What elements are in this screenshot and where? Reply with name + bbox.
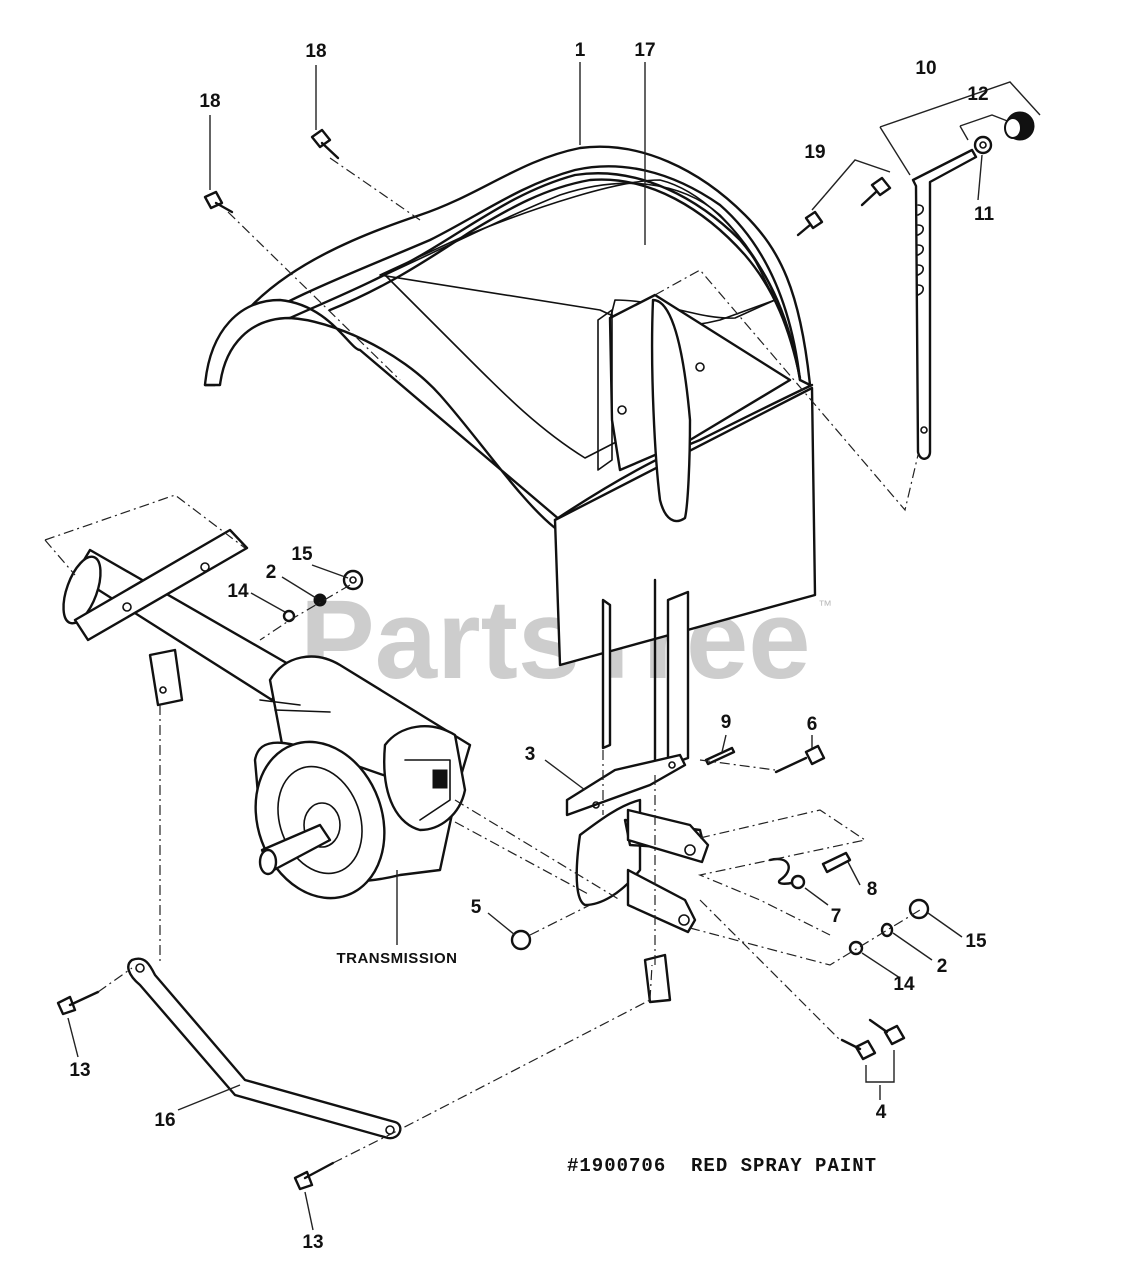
nut-icon <box>342 569 364 591</box>
pin-icon <box>821 851 852 874</box>
callout-3: 3 <box>525 744 536 765</box>
transmission-label: TRANSMISSION <box>336 950 457 967</box>
callout-12: 12 <box>967 84 988 105</box>
bolt-icon <box>796 210 824 237</box>
callout-10: 10 <box>915 58 936 79</box>
callout-6: 6 <box>807 714 818 735</box>
depth-bar-column <box>601 578 690 777</box>
depth-adjustment-bar-part-10 <box>879 81 1041 460</box>
watermark-trademark: ™ <box>818 597 832 613</box>
paint-part-number-note: #1900706 RED SPRAY PAINT <box>567 1155 877 1177</box>
callout-9: 9 <box>721 712 732 733</box>
tine-axle-housing <box>62 528 292 707</box>
callout-7: 7 <box>831 906 842 927</box>
callout-14-right: 14 <box>893 974 915 995</box>
bolt-icon <box>840 1038 877 1061</box>
bolt-icon <box>310 128 340 160</box>
bolt-icon <box>848 940 864 956</box>
callout-18-upper: 18 <box>305 41 326 62</box>
hairpin-icon <box>768 857 806 890</box>
nut-icon <box>510 929 532 951</box>
callout-16: 16 <box>154 1110 175 1131</box>
callout-14-left: 14 <box>227 581 249 602</box>
hood-flap-plate <box>553 293 817 667</box>
callout-5: 5 <box>471 897 482 918</box>
knob-icon <box>1004 111 1035 141</box>
mounting-bracket-part-3 <box>565 753 710 1004</box>
pin-icon <box>704 746 736 766</box>
bolt-icon <box>774 744 826 774</box>
assembly-lines <box>44 157 921 1164</box>
callout-1: 1 <box>575 40 586 61</box>
nut-icon <box>908 898 930 920</box>
callout-8: 8 <box>867 879 878 900</box>
callout-2-right: 2 <box>937 956 948 977</box>
bolt-icon <box>860 176 892 207</box>
transmission-housing <box>253 655 472 900</box>
callout-18-lower: 18 <box>199 91 220 112</box>
leader-lines <box>67 62 983 1231</box>
callout-2-left: 2 <box>266 562 277 583</box>
tine-hood-part-1 <box>203 145 814 530</box>
callout-19: 19 <box>804 142 825 163</box>
callout-labels: 1 17 18 18 19 10 12 11 15 2 14 3 9 6 5 8… <box>69 40 994 1253</box>
bolt-icon <box>203 190 234 214</box>
bolt-icon <box>868 1018 906 1046</box>
bolt-icon <box>293 1161 335 1191</box>
callout-13-left: 13 <box>69 1060 90 1081</box>
callout-4: 4 <box>876 1102 887 1123</box>
washer-icon <box>880 922 894 938</box>
callout-15-right: 15 <box>965 931 987 952</box>
callout-11: 11 <box>974 204 995 225</box>
bolt-icon <box>56 990 100 1016</box>
nut-icon <box>973 135 993 155</box>
washer-icon <box>313 593 327 607</box>
callout-13-bottom: 13 <box>302 1232 323 1253</box>
callout-15-left: 15 <box>291 544 313 565</box>
bolt-icon <box>282 609 296 623</box>
callout-17: 17 <box>634 40 655 61</box>
